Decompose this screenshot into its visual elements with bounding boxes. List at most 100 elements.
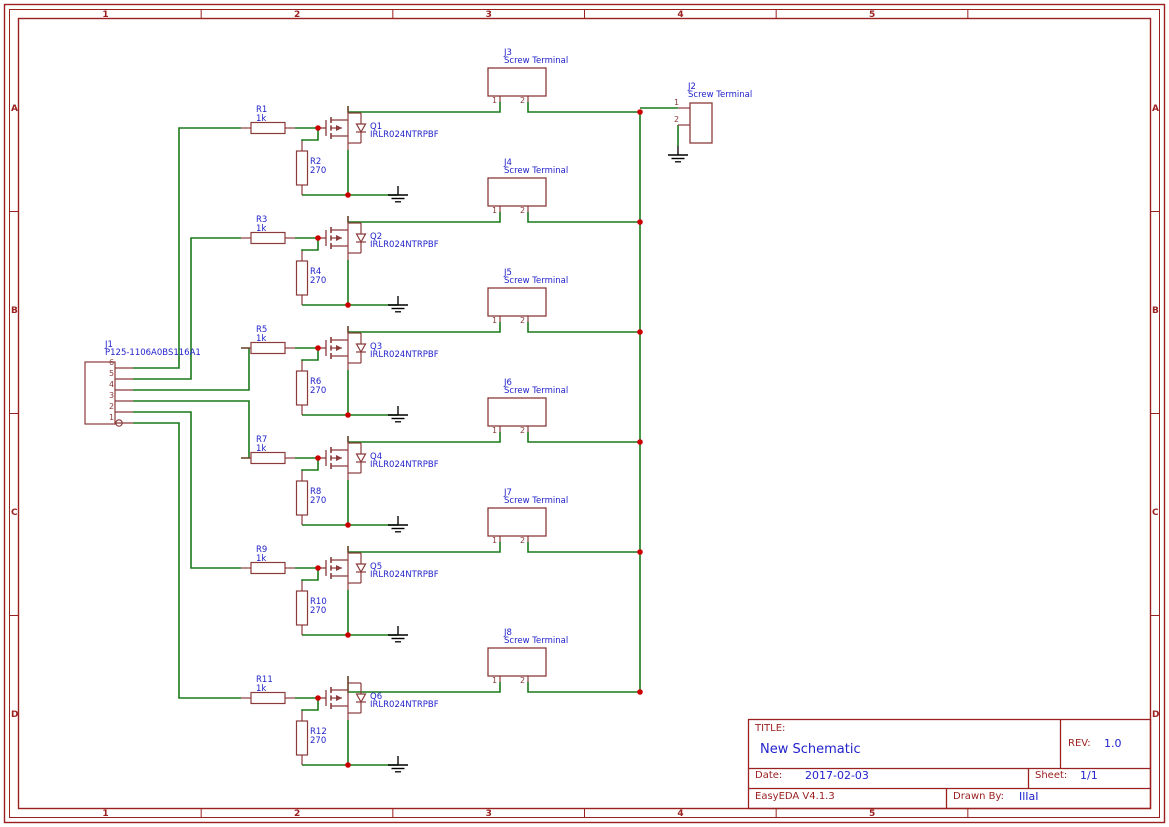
zone-col-bottom-5: 5 bbox=[869, 809, 876, 819]
titleblock-rev-value[interactable]: 1.0 bbox=[1104, 737, 1122, 750]
screw-terminal-J5-pinnum2: 2 bbox=[520, 316, 526, 325]
connector-j1-pinnum-2: 2 bbox=[109, 402, 115, 411]
ground-symbol-Q6 bbox=[387, 755, 409, 773]
mosfet-ref-Q2: Q2 bbox=[370, 232, 383, 242]
net-vbus-J7 bbox=[527, 542, 640, 553]
net-j1-pin2 bbox=[133, 411, 241, 569]
junction-gate-Q1 bbox=[315, 125, 321, 131]
resistor-ref-R4: R4 bbox=[310, 267, 322, 277]
resistor-value-R3: 1k bbox=[256, 224, 267, 234]
net-vbus-J8 bbox=[527, 682, 640, 693]
resistor-ref-R1: R1 bbox=[256, 105, 268, 115]
screw-terminal-ref-J3: J3 bbox=[504, 48, 512, 58]
mosfet-Q2[interactable] bbox=[317, 215, 367, 261]
net-vbus-J3 bbox=[527, 102, 640, 113]
screw-terminal-ref-J5: J5 bbox=[504, 268, 512, 278]
net-j1-pin1 bbox=[133, 422, 241, 699]
mosfet-Q5[interactable] bbox=[317, 545, 367, 591]
resistor-ref-R7: R7 bbox=[256, 435, 268, 445]
ground-symbol-j2 bbox=[667, 145, 689, 163]
connector-j1-pinnum-5: 5 bbox=[109, 369, 115, 378]
zone-col-bottom-4: 4 bbox=[677, 809, 684, 819]
screw-terminal-J5-body[interactable] bbox=[487, 287, 547, 317]
screw-terminal-J8-body[interactable] bbox=[487, 647, 547, 677]
connector-j1-pinnum-3: 3 bbox=[109, 391, 115, 400]
titleblock-drawnby-value[interactable]: IlIaI bbox=[1019, 790, 1039, 803]
mosfet-Q1[interactable] bbox=[317, 105, 367, 151]
connector-j2-pinnum1: 1 bbox=[674, 98, 680, 107]
titleblock-title-label: TITLE: bbox=[755, 723, 786, 734]
resistor-R10[interactable] bbox=[295, 580, 309, 636]
screw-terminal-J4-body[interactable] bbox=[487, 177, 547, 207]
title-block-frame bbox=[747, 718, 1152, 810]
resistor-value-R11: 1k bbox=[256, 684, 267, 694]
ground-symbol-Q4 bbox=[387, 515, 409, 533]
connector-j1-part: P125-1106A0BS116A1 bbox=[105, 348, 201, 358]
resistor-ref-R6: R6 bbox=[310, 377, 322, 387]
mosfet-part-Q5: IRLR024NTRPBF bbox=[370, 570, 439, 580]
screw-terminal-part-J4: Screw Terminal bbox=[504, 166, 569, 176]
titleblock-sheet-value[interactable]: 1/1 bbox=[1080, 769, 1098, 782]
zone-col-top-4: 4 bbox=[677, 10, 684, 20]
resistor-value-R1: 1k bbox=[256, 114, 267, 124]
junction-bus-J5 bbox=[637, 329, 643, 335]
junction-dots bbox=[315, 109, 643, 768]
sheet-border bbox=[3, 3, 1166, 824]
screw-terminal-J7-pinnum1: 1 bbox=[492, 536, 498, 545]
screw-terminal-J4-pinnum1: 1 bbox=[492, 206, 498, 215]
zone-col-bottom-1: 1 bbox=[102, 809, 109, 819]
zone-row-right-D: D bbox=[1152, 709, 1160, 720]
connector-j2-part: Screw Terminal bbox=[688, 90, 753, 100]
titleblock-date-value[interactable]: 2017-02-03 bbox=[805, 769, 869, 782]
resistor-R11[interactable] bbox=[240, 691, 296, 705]
resistor-R12[interactable] bbox=[295, 710, 309, 766]
net-vbus-J5 bbox=[527, 322, 640, 333]
junction-bus-J8 bbox=[637, 689, 643, 695]
connector-j1-pinnum-4: 4 bbox=[109, 380, 115, 389]
resistor-R1[interactable] bbox=[240, 121, 296, 135]
net-j1-pin5 bbox=[133, 237, 241, 380]
connector-j2-body[interactable] bbox=[689, 102, 713, 144]
resistor-value-R9: 1k bbox=[256, 554, 267, 564]
mosfet-Q3[interactable] bbox=[317, 325, 367, 371]
screw-terminal-J3-body[interactable] bbox=[487, 67, 547, 97]
junction-gate-Q4 bbox=[315, 455, 321, 461]
resistor-R9[interactable] bbox=[240, 561, 296, 575]
screw-terminal-J3-pinnum2: 2 bbox=[520, 96, 526, 105]
net-vbus-J6 bbox=[527, 432, 640, 443]
junction-source-Q1 bbox=[345, 192, 351, 198]
net-gatepull-R2 bbox=[301, 128, 319, 141]
resistor-value-R12: 270 bbox=[310, 736, 327, 746]
connector-j2-pinnum2: 2 bbox=[674, 115, 680, 124]
titleblock-title-value[interactable]: New Schematic bbox=[760, 742, 861, 757]
resistor-R6[interactable] bbox=[295, 360, 309, 416]
resistor-R8[interactable] bbox=[295, 470, 309, 526]
screw-terminal-J3-pinnum1: 1 bbox=[492, 96, 498, 105]
mosfet-ref-Q4: Q4 bbox=[370, 452, 383, 462]
mosfet-part-Q2: IRLR024NTRPBF bbox=[370, 240, 439, 250]
mosfet-part-Q1: IRLR024NTRPBF bbox=[370, 130, 439, 140]
screw-terminal-J6-pinnum1: 1 bbox=[492, 426, 498, 435]
resistor-R2[interactable] bbox=[295, 140, 309, 196]
screw-terminal-J7-body[interactable] bbox=[487, 507, 547, 537]
screw-terminal-J4-pinnum2: 2 bbox=[520, 206, 526, 215]
resistor-ref-R11: R11 bbox=[256, 675, 273, 685]
mosfet-part-Q3: IRLR024NTRPBF bbox=[370, 350, 439, 360]
mosfet-Q6[interactable] bbox=[317, 675, 367, 721]
wires bbox=[133, 102, 679, 766]
ground-symbol-Q1 bbox=[387, 185, 409, 203]
screw-terminal-part-J7: Screw Terminal bbox=[504, 496, 569, 506]
screw-terminal-J8-pinnum1: 1 bbox=[492, 676, 498, 685]
net-vbus-J4 bbox=[527, 212, 640, 223]
resistor-ref-R8: R8 bbox=[310, 487, 322, 497]
zone-row-right-A: A bbox=[1152, 103, 1159, 114]
screw-terminal-J6-body[interactable] bbox=[487, 397, 547, 427]
mosfet-Q4[interactable] bbox=[317, 435, 367, 481]
zone-col-top-3: 3 bbox=[485, 10, 492, 20]
resistor-R3[interactable] bbox=[240, 231, 296, 245]
connector-j1-body[interactable] bbox=[84, 361, 116, 425]
resistor-ref-R3: R3 bbox=[256, 215, 268, 225]
zone-row-left-D: D bbox=[11, 709, 19, 720]
resistor-R4[interactable] bbox=[295, 250, 309, 306]
